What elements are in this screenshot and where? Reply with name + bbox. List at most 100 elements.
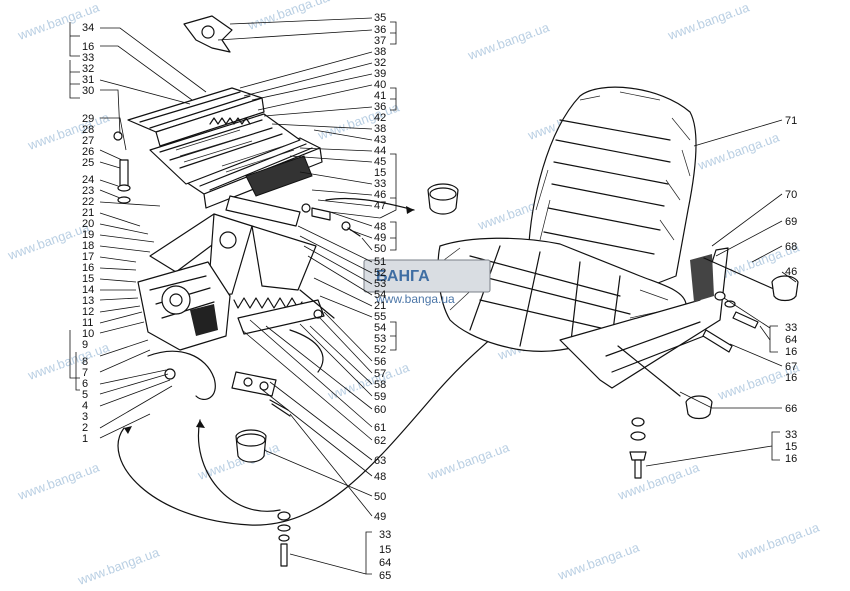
watermark: www.banga.ua — [325, 359, 412, 403]
banga-logo: БАНГА www.banga.ua — [363, 259, 491, 306]
watermark: www.banga.ua — [615, 459, 702, 503]
callout-label: 13 — [82, 295, 94, 307]
watermark: www.banga.ua — [735, 519, 822, 563]
callout-label: 9 — [82, 339, 88, 351]
callout-label: 33 — [379, 529, 391, 541]
callout-label: 59 — [374, 391, 386, 403]
callout-label: 45 — [374, 156, 386, 168]
callout-label: 54 — [374, 289, 386, 301]
callout-label: 22 — [82, 196, 94, 208]
callout-label: 16 — [82, 262, 94, 274]
callout-label: 41 — [374, 90, 386, 102]
center-lower-brackets — [241, 211, 397, 517]
callout-label: 38 — [374, 123, 386, 135]
left-brackets — [69, 22, 207, 439]
watermark: www.banga.ua — [555, 539, 642, 583]
callout-label: 50 — [374, 491, 386, 503]
callout-label: 35 — [374, 12, 386, 24]
label-column-right: 71 70 69 68 46 33 64 16 67 16 66 71 — [785, 115, 797, 415]
watermark: www.banga.ua — [695, 129, 782, 173]
watermark: www.banga.ua — [315, 99, 402, 143]
label-column-center-lower: 48 49 50 51 52 53 54 21 55 54 53 52 56 5… — [374, 221, 386, 523]
svg-text:БАНГА: БАНГА — [376, 268, 430, 285]
watermark: www.banga.ua — [5, 219, 92, 263]
callout-label: 15 — [785, 441, 797, 453]
callout-label: 16 — [785, 453, 797, 465]
callout-label: 36 — [374, 101, 386, 113]
callout-label: 52 — [374, 344, 386, 356]
callout-label: 5 — [82, 389, 88, 401]
callout-label: 49 — [374, 511, 386, 523]
callout-label: 24 — [82, 174, 94, 186]
svg-text:www.banga.ua: www.banga.ua — [375, 292, 455, 306]
callout-label: 53 — [374, 278, 386, 290]
callout-label: 48 — [374, 471, 386, 483]
callout-label: 31 — [82, 74, 94, 86]
seat-assembly-drawing — [437, 86, 799, 479]
callout-label: 15 — [379, 544, 391, 556]
callout-label: 3 — [82, 411, 88, 423]
callout-label: 55 — [374, 311, 386, 323]
callout-label: 48 — [374, 221, 386, 233]
callout-label: 63 — [374, 455, 386, 467]
callout-label: 71 — [785, 115, 797, 127]
callout-label: 42 — [374, 112, 386, 124]
seat-mechanism-drawing — [113, 15, 511, 567]
callout-label: 26 — [82, 146, 94, 158]
callout-label: 46 — [374, 189, 386, 201]
label-column-left: 34 16 33 32 31 30 29 28 27 26 25 24 23 2… — [82, 22, 94, 445]
callout-label: 32 — [82, 63, 94, 75]
callout-label: 11 — [82, 317, 93, 329]
callout-label: 70 — [785, 189, 797, 201]
callout-label: 4 — [82, 400, 88, 412]
watermark: www.banga.ua — [425, 439, 512, 483]
label-stack-bottom-right: 33 15 16 — [785, 429, 797, 465]
callout-label: 28 — [82, 124, 94, 136]
callout-label: 23 — [82, 185, 94, 197]
right-leaders — [679, 119, 797, 409]
callout-label: 15 — [82, 273, 94, 285]
callout-label: 34 — [82, 22, 94, 34]
callout-label: 56 — [374, 356, 386, 368]
callout-label: 65 — [379, 570, 391, 582]
callout-label: 6 — [82, 378, 88, 390]
callout-label: 2 — [82, 422, 88, 434]
callout-label: 62 — [374, 435, 386, 447]
callout-label: 54 — [374, 322, 386, 334]
callout-label: 29 — [82, 113, 94, 125]
callout-label: 10 — [82, 328, 94, 340]
callout-label: 20 — [82, 218, 94, 230]
callout-label: 57 — [374, 368, 386, 380]
callout-label: 39 — [374, 68, 386, 80]
label-column-center-top: 35 36 37 38 32 39 40 41 36 42 38 43 44 4… — [374, 12, 386, 212]
callout-label: 17 — [82, 251, 94, 263]
callout-label: 27 — [82, 135, 94, 147]
callout-label: 15 — [374, 167, 386, 179]
callout-label: 33 — [785, 322, 797, 334]
callout-label: 66 — [785, 403, 797, 415]
callout-label: 69 — [785, 216, 797, 228]
callout-label: 18 — [82, 240, 94, 252]
callout-label: 64 — [785, 334, 797, 346]
callout-label: 19 — [82, 229, 94, 241]
callout-label: 21 — [374, 300, 386, 312]
callout-label: 37 — [374, 35, 386, 47]
callout-label: 51 — [374, 256, 386, 268]
callout-label: 46 — [785, 266, 797, 278]
callout-label: 33 — [785, 429, 797, 441]
callout-label: 32 — [374, 57, 386, 69]
bottom-right-bracket — [645, 431, 780, 467]
callout-label: 52 — [374, 267, 386, 279]
callout-label: 14 — [82, 284, 94, 296]
callout-label: 33 — [374, 178, 386, 190]
callout-label: 43 — [374, 134, 386, 146]
label-stack-bottom-left: 33 15 64 65 — [379, 529, 391, 582]
callout-label: 7 — [82, 367, 88, 379]
callout-label: 40 — [374, 79, 386, 91]
callout-label: 64 — [379, 557, 391, 569]
callout-label: 33 — [82, 52, 94, 64]
watermark: www.banga.ua — [465, 19, 552, 63]
watermark: www.banga.ua — [15, 459, 102, 503]
callout-label: 60 — [374, 404, 386, 416]
